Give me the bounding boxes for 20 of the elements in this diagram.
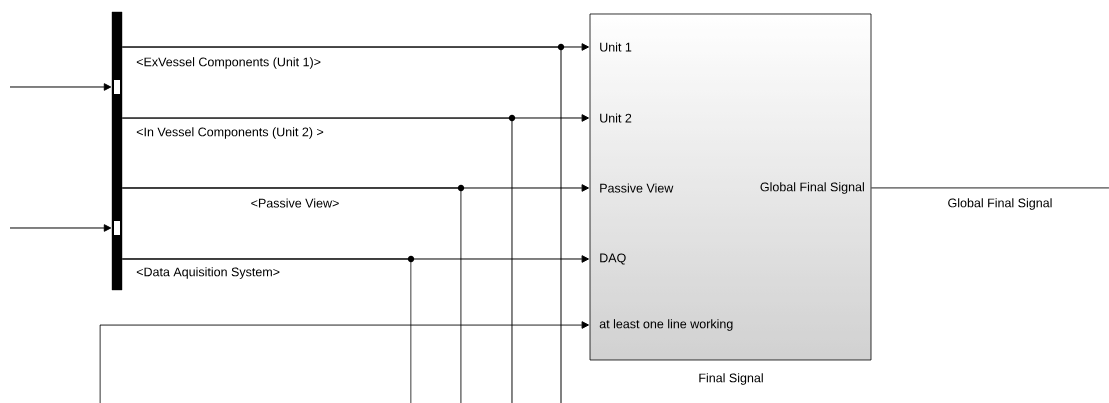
branch-line xyxy=(121,255,415,403)
arrow xyxy=(99,321,589,403)
branch-line xyxy=(121,184,465,403)
port-label: at least one line working xyxy=(599,319,733,331)
arrow xyxy=(9,224,112,232)
branch-line xyxy=(121,43,565,403)
port-label: DAQ xyxy=(600,253,626,265)
port-label: Passive View xyxy=(600,183,674,193)
port-label: Unit 2 xyxy=(600,113,632,123)
branch-line xyxy=(121,114,516,403)
signal-line xyxy=(870,187,1109,189)
arrow xyxy=(9,83,112,91)
port-label: Unit 1 xyxy=(600,42,632,52)
signal-label: <Passive View> xyxy=(249,197,341,209)
signal-label: <In Vessel Components (Unit 2) > xyxy=(135,126,325,140)
block-caption: Final Signal xyxy=(699,373,763,385)
signal-label: <ExVessel Components (Unit 1)> xyxy=(135,56,322,70)
signal-label: Global Final Signal xyxy=(946,197,1054,211)
port-label: Global Final Signal xyxy=(760,182,864,194)
signal-label: <Data Aquisition System> xyxy=(135,266,282,280)
